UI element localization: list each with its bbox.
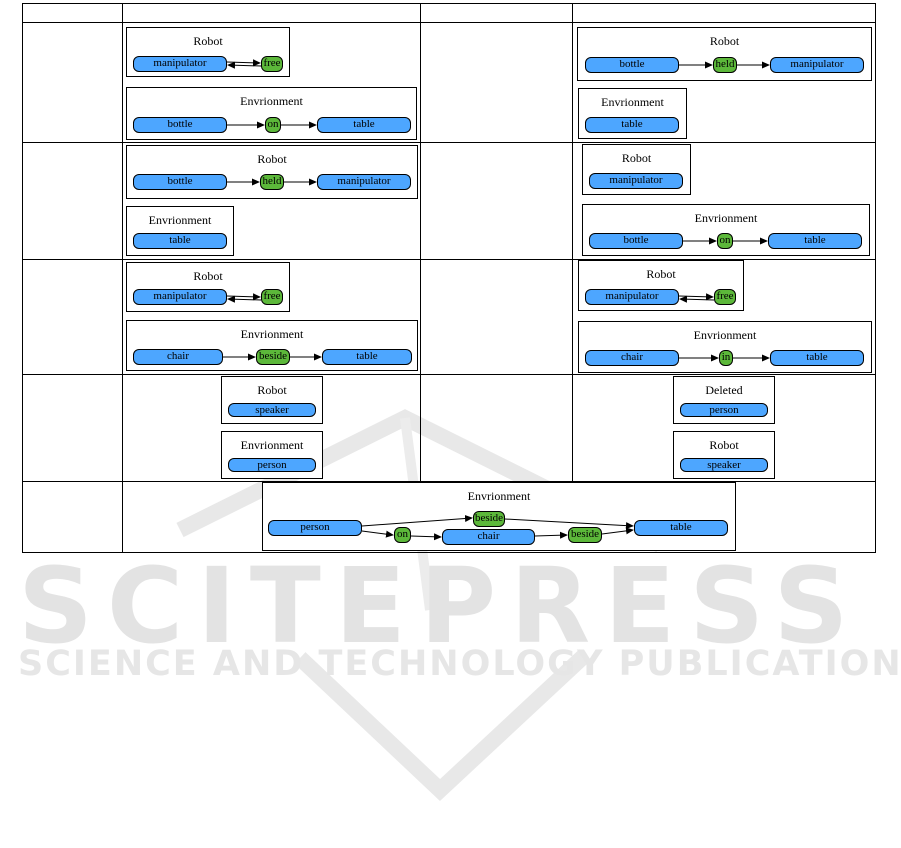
table-rule-bottom (22, 552, 876, 553)
table-node: table (322, 349, 412, 365)
group-title: Envrionment (240, 438, 304, 452)
table-node: table (585, 117, 679, 133)
watermark-brand: SCITEPRESS (18, 545, 863, 667)
beside-relation: beside (568, 527, 602, 543)
beside-relation: beside (256, 349, 290, 365)
group-title: Envrionment (694, 211, 758, 225)
on-relation: on (265, 117, 281, 133)
table-node: table (768, 233, 862, 249)
bottle-node: bottle (585, 57, 679, 73)
table-rule-row3 (22, 374, 876, 375)
table-rule-header (22, 22, 876, 23)
person-node: person (228, 458, 316, 472)
group-title: Robot (621, 151, 652, 165)
in-relation: in (719, 350, 733, 366)
table-col-2 (122, 3, 123, 553)
bottle-node: bottle (133, 117, 227, 133)
speaker-node: speaker (680, 458, 768, 472)
group-title: Envrionment (240, 327, 304, 341)
chair-node: chair (585, 350, 679, 366)
table-col-3 (420, 3, 421, 481)
held-relation: held (713, 57, 737, 73)
group-title: Envrionment (467, 489, 531, 503)
manipulator-node: manipulator (317, 174, 411, 190)
chair-node: chair (442, 529, 535, 545)
table-col-left (22, 3, 23, 553)
group-title: Robot (257, 152, 287, 166)
table-node: table (317, 117, 411, 133)
manipulator-node: manipulator (589, 173, 683, 189)
bottle-node: bottle (133, 174, 227, 190)
table-node: table (634, 520, 728, 536)
table-rule-row2 (22, 259, 876, 260)
group-title: Robot (709, 34, 740, 48)
group-title: Envrionment (601, 95, 664, 109)
table-rule-row1 (22, 142, 876, 143)
group-title: Envrionment (693, 328, 757, 342)
held-relation: held (260, 174, 284, 190)
manipulator-node: manipulator (770, 57, 864, 73)
robot-group: Robot (126, 145, 418, 199)
manipulator-node: manipulator (585, 289, 679, 305)
manipulator-node: manipulator (133, 56, 227, 72)
beside-relation: beside (473, 511, 505, 527)
group-title: Envrionment (148, 213, 212, 227)
group-title: Deleted (705, 383, 743, 397)
on-relation: on (394, 527, 411, 543)
free-relation: free (714, 289, 736, 305)
table-rule-row4 (22, 481, 876, 482)
group-title: Envrionment (240, 94, 303, 108)
on-relation: on (717, 233, 733, 249)
group-title: Robot (257, 383, 287, 397)
group-title: Robot (646, 267, 676, 281)
table-rule-top (22, 3, 876, 4)
free-relation: free (261, 289, 283, 305)
watermark-tagline: SCIENCE AND TECHNOLOGY PUBLICATIONS (18, 644, 901, 684)
free-relation: free (261, 56, 283, 72)
table-col-4 (572, 3, 573, 481)
group-title: Robot (193, 34, 223, 48)
person-node: person (268, 520, 362, 536)
bottle-node: bottle (589, 233, 683, 249)
group-title: Robot (193, 269, 223, 283)
chair-node: chair (133, 349, 223, 365)
person-node: person (680, 403, 768, 417)
speaker-node: speaker (228, 403, 316, 417)
manipulator-node: manipulator (133, 289, 227, 305)
group-title: Robot (709, 438, 739, 452)
table-col-right (875, 3, 876, 553)
table-node: table (770, 350, 864, 366)
table-node: table (133, 233, 227, 249)
